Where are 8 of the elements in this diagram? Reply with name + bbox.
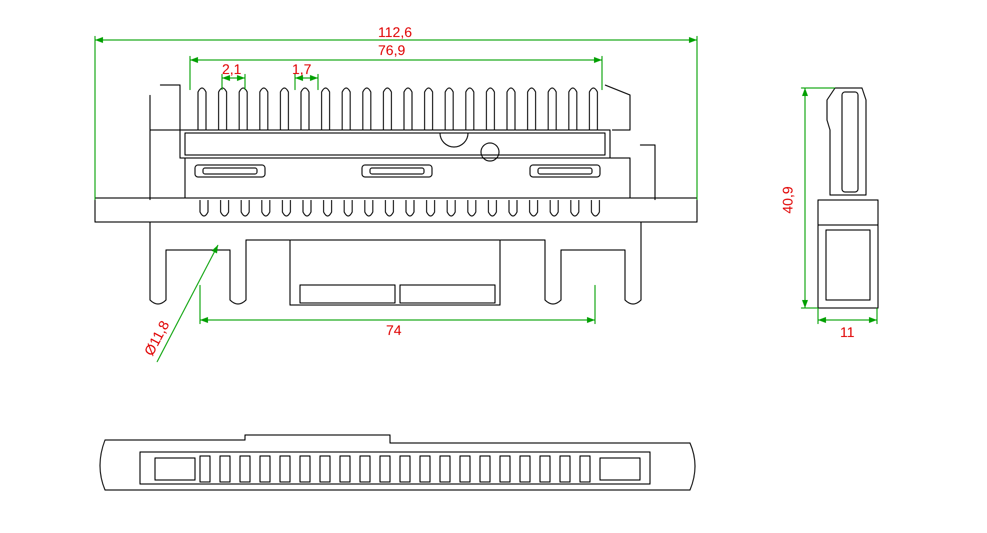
dimension-label: 74 bbox=[386, 322, 402, 338]
dimension-label: 76,9 bbox=[378, 42, 406, 58]
dimension-label: 40,9 bbox=[780, 186, 796, 214]
dimension-label: 112,6 bbox=[378, 24, 412, 40]
dimension-label: 11 bbox=[840, 324, 855, 340]
dimension-label: 1,7 bbox=[292, 61, 312, 77]
dimension-label: 2,1 bbox=[222, 61, 242, 77]
dimension-label: Ø11,8 bbox=[140, 318, 172, 358]
